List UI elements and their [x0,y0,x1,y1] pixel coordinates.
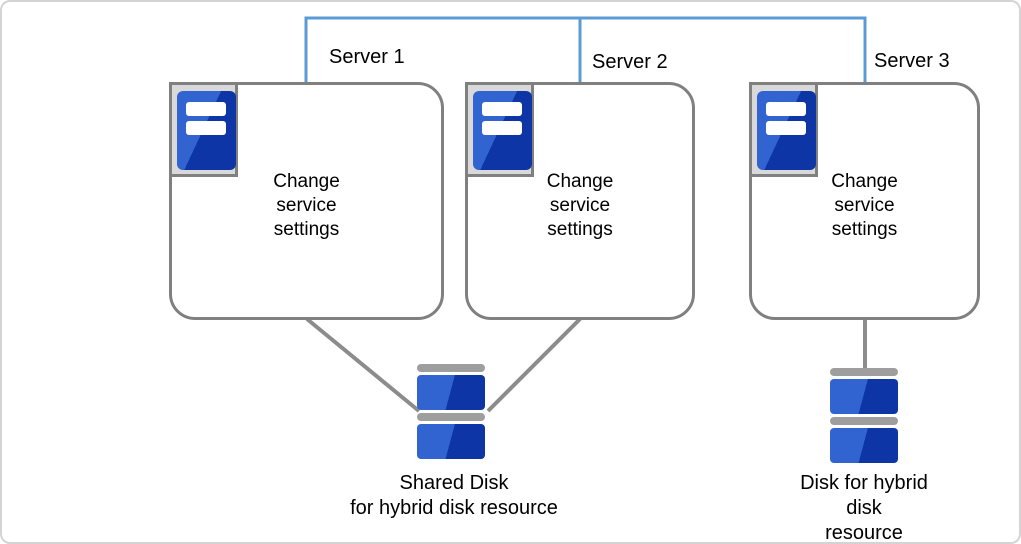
standalone-disk-icon [830,368,898,466]
server3-box: Change service settings [749,82,980,320]
disk-cap [830,417,898,425]
server-icon [465,82,534,177]
server1-shared-disk-link [305,317,421,413]
server3-label: Server 3 [874,50,950,72]
server2-label: Server 2 [592,51,668,73]
server-panel-bar [482,102,522,116]
disk-platter [417,424,485,459]
server-panel-bar [186,121,226,135]
server-icon [749,82,818,177]
disk-platter [417,375,485,410]
server-icon [169,82,238,177]
server2-box: Change service settings [465,82,695,320]
shared-disk-icon [417,364,485,462]
interconnect-line [304,16,867,82]
server-panel-bar [482,121,522,135]
server-tower-icon [473,91,532,170]
disk-cap [830,368,898,376]
server-panel-bar [766,121,806,135]
server1-box: Change service settings [169,82,444,320]
server1-label: Server 1 [329,46,405,68]
server2-shared-disk-link [486,317,582,413]
disk-cap [417,364,485,372]
disk-platter [830,379,898,414]
server1-action-text: Change service settings [273,171,340,240]
disk-cap [417,413,485,421]
server2-action-text: Change service settings [546,171,614,240]
server-panel-bar [766,102,806,116]
server-tower-icon [177,91,236,170]
standalone-disk-label: Disk for hybrid disk resource [800,472,928,544]
disk-platter [830,428,898,463]
server-panel-bar [186,102,226,116]
shared-disk-label: Shared Disk for hybrid disk resource [350,472,558,519]
server-tower-icon [757,91,816,170]
server3-action-text: Change service settings [831,171,898,240]
